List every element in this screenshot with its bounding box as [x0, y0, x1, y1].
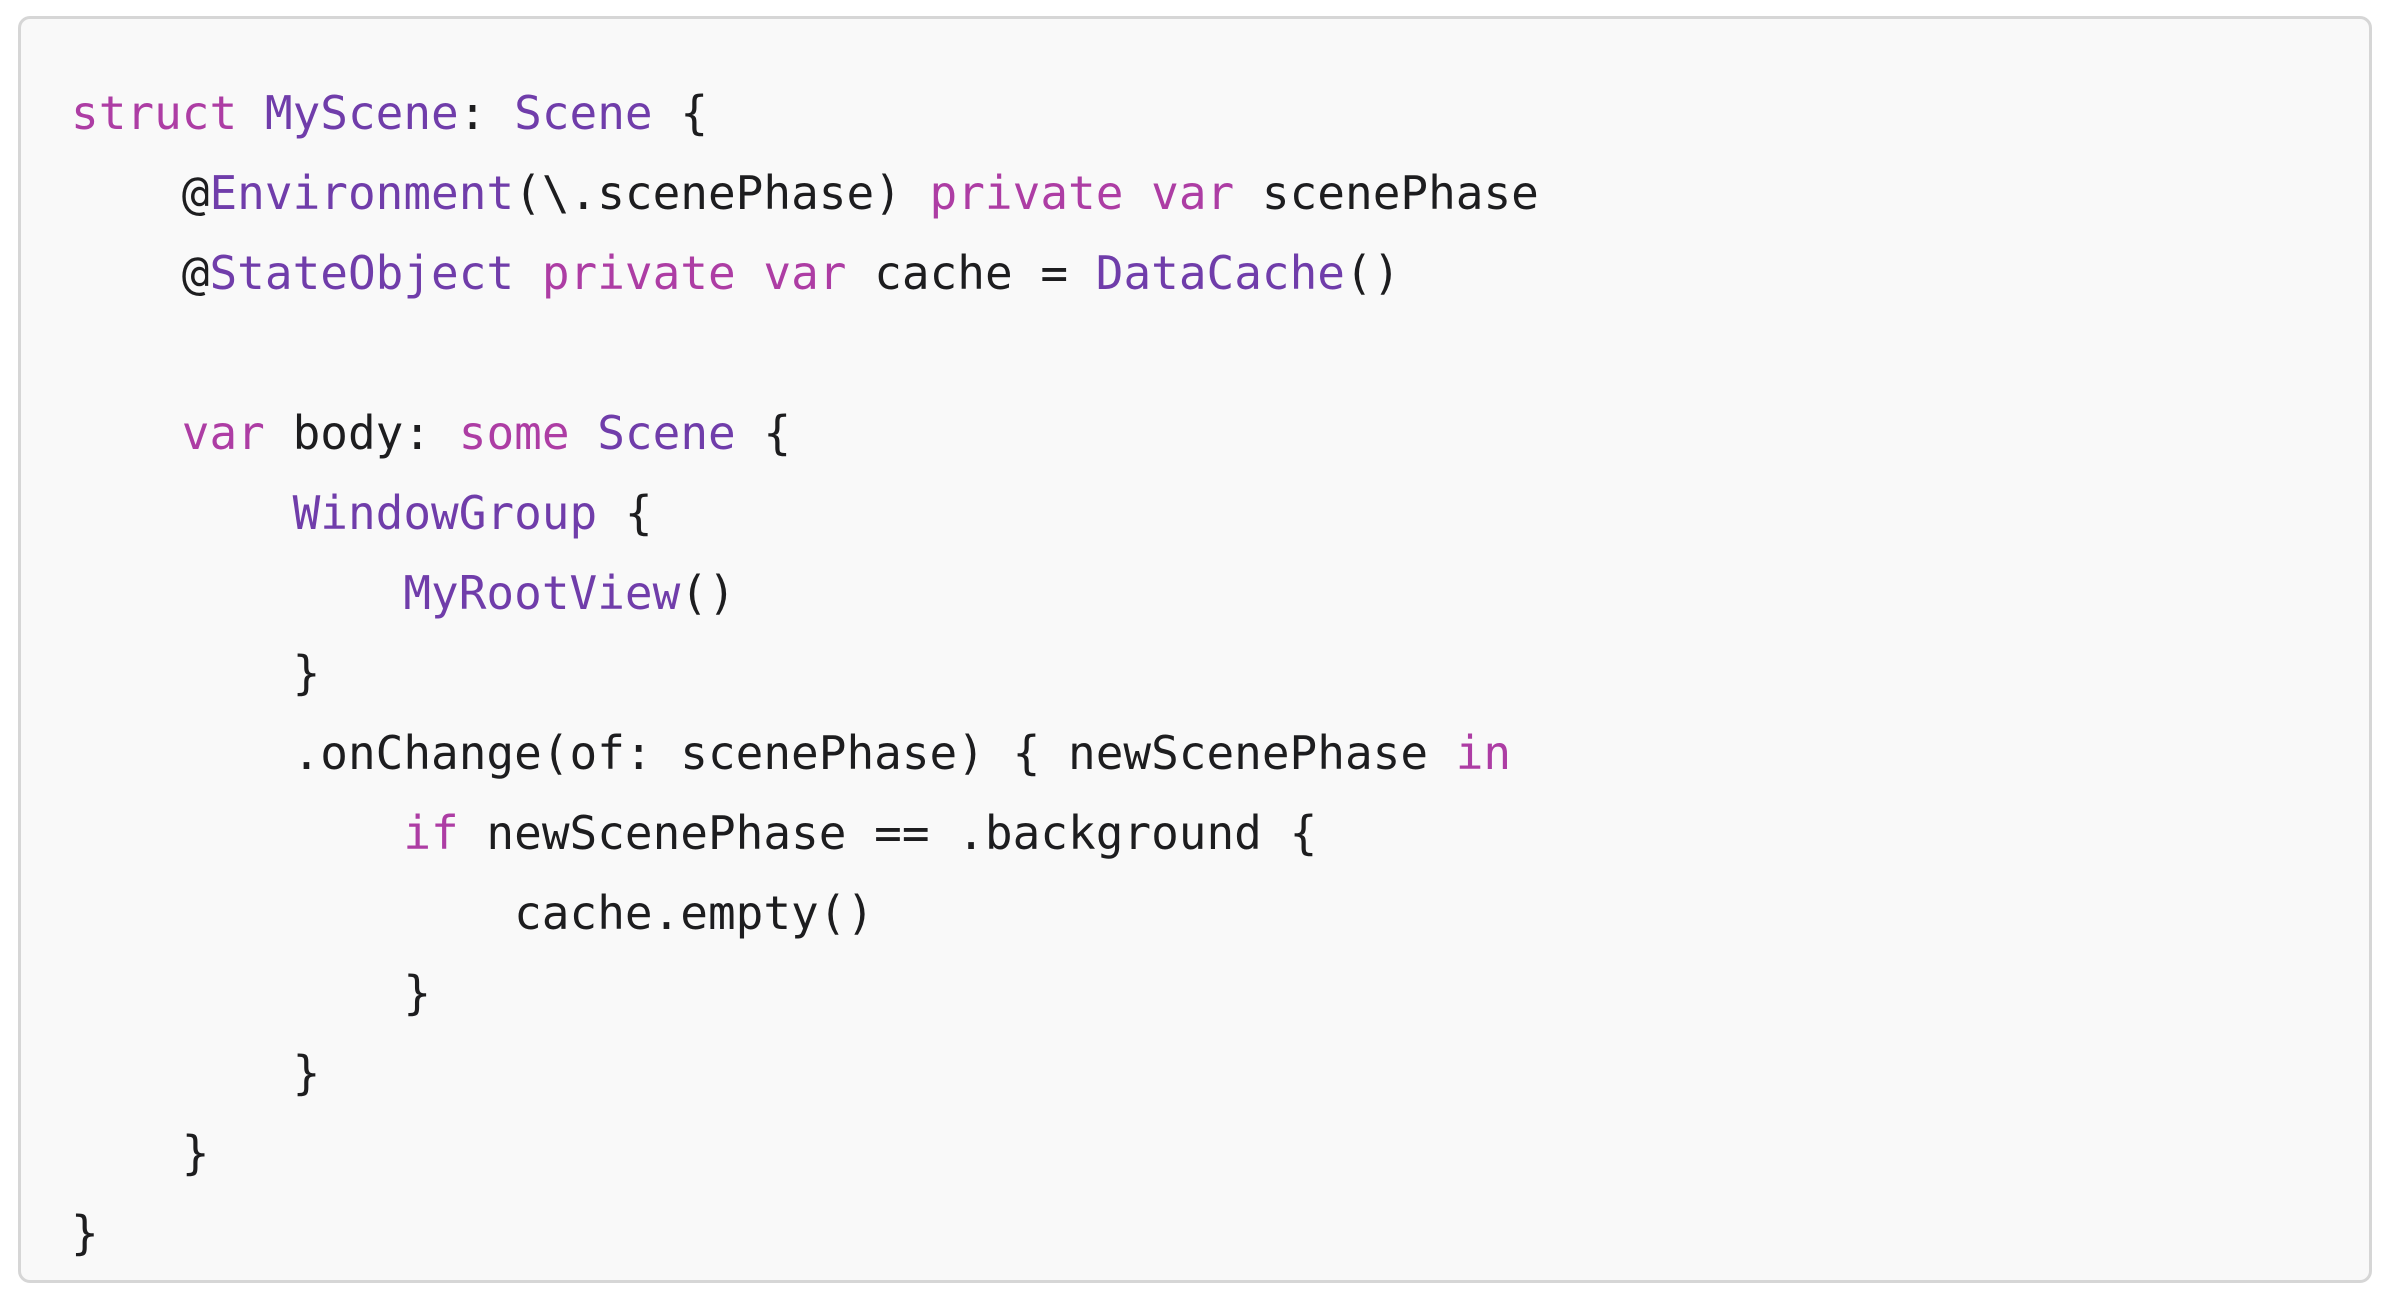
- code-text: :: [458, 86, 515, 140]
- code-text: {: [735, 406, 792, 460]
- code-text: @: [181, 246, 210, 300]
- code-indent: [71, 166, 182, 220]
- code-line: }: [71, 1193, 1539, 1273]
- code-keyword: var: [763, 246, 847, 300]
- code-text: [736, 246, 764, 300]
- code-line: MyRootView(): [71, 553, 1539, 633]
- code-type: WindowGroup: [292, 486, 598, 540]
- code-keyword: private: [541, 246, 736, 300]
- code-text: }: [292, 1046, 321, 1100]
- code-line: }: [71, 1113, 1539, 1193]
- code-keyword: private: [929, 166, 1124, 220]
- code-type: StateObject: [209, 246, 515, 300]
- code-text: [1123, 166, 1151, 220]
- code-type: Environment: [209, 166, 515, 220]
- code-text: (): [680, 566, 736, 620]
- code-text: [514, 246, 542, 300]
- code-text: cache =: [846, 246, 1096, 300]
- code-type: Scene: [514, 86, 653, 140]
- code-type: MyRootView: [403, 566, 681, 620]
- code-line: @StateObject private var cache = DataCac…: [71, 233, 1539, 313]
- code-text: [237, 86, 265, 140]
- code-line: cache.empty(): [71, 873, 1539, 953]
- code-text: (\.scenePhase): [514, 166, 930, 220]
- code-indent: [71, 246, 182, 300]
- code-type: MyScene: [264, 86, 459, 140]
- code-type: Scene: [597, 406, 736, 460]
- code-indent: [71, 886, 514, 940]
- code-line: var body: some Scene {: [71, 393, 1539, 473]
- code-keyword: struct: [71, 86, 238, 140]
- code-text: {: [597, 486, 653, 540]
- code-keyword: in: [1455, 726, 1512, 780]
- code-text: scenePhase: [1234, 166, 1539, 220]
- code-keyword: var: [1151, 166, 1235, 220]
- code-line: .onChange(of: scenePhase) { newScenePhas…: [71, 713, 1539, 793]
- code-text: body:: [264, 406, 459, 460]
- code-text: newScenePhase == .background {: [458, 806, 1318, 860]
- code-indent: [71, 1046, 293, 1100]
- code-keyword: if: [403, 806, 459, 860]
- code-text: {: [652, 86, 709, 140]
- code-line: struct MyScene: Scene {: [71, 73, 1539, 153]
- code-text: }: [292, 646, 321, 700]
- code-line: @Environment(\.scenePhase) private var s…: [71, 153, 1539, 233]
- code-block: struct MyScene: Scene { @Environment(\.s…: [18, 16, 2372, 1283]
- code-keyword: var: [181, 406, 265, 460]
- code-line: [71, 313, 1539, 393]
- code-listing: struct MyScene: Scene { @Environment(\.s…: [71, 73, 1539, 1273]
- code-indent: [71, 566, 403, 620]
- code-text: }: [181, 1126, 210, 1180]
- code-indent: [71, 1126, 182, 1180]
- code-line: }: [71, 953, 1539, 1033]
- code-text: .onChange(of: scenePhase) { newScenePhas…: [292, 726, 1456, 780]
- code-line: WindowGroup {: [71, 473, 1539, 553]
- code-line: }: [71, 633, 1539, 713]
- code-text: }: [403, 966, 432, 1020]
- code-indent: [71, 486, 293, 540]
- code-text: cache.empty(): [514, 886, 875, 940]
- code-text: (): [1345, 246, 1401, 300]
- code-text: @: [181, 166, 210, 220]
- code-type: DataCache: [1095, 246, 1345, 300]
- code-line: }: [71, 1033, 1539, 1113]
- code-indent: [71, 726, 293, 780]
- code-text: [570, 406, 598, 460]
- code-indent: [71, 646, 293, 700]
- code-indent: [71, 406, 182, 460]
- code-indent: [71, 806, 403, 860]
- code-text: }: [71, 1206, 99, 1260]
- code-line: if newScenePhase == .background {: [71, 793, 1539, 873]
- code-indent: [71, 966, 403, 1020]
- code-keyword: some: [458, 406, 570, 460]
